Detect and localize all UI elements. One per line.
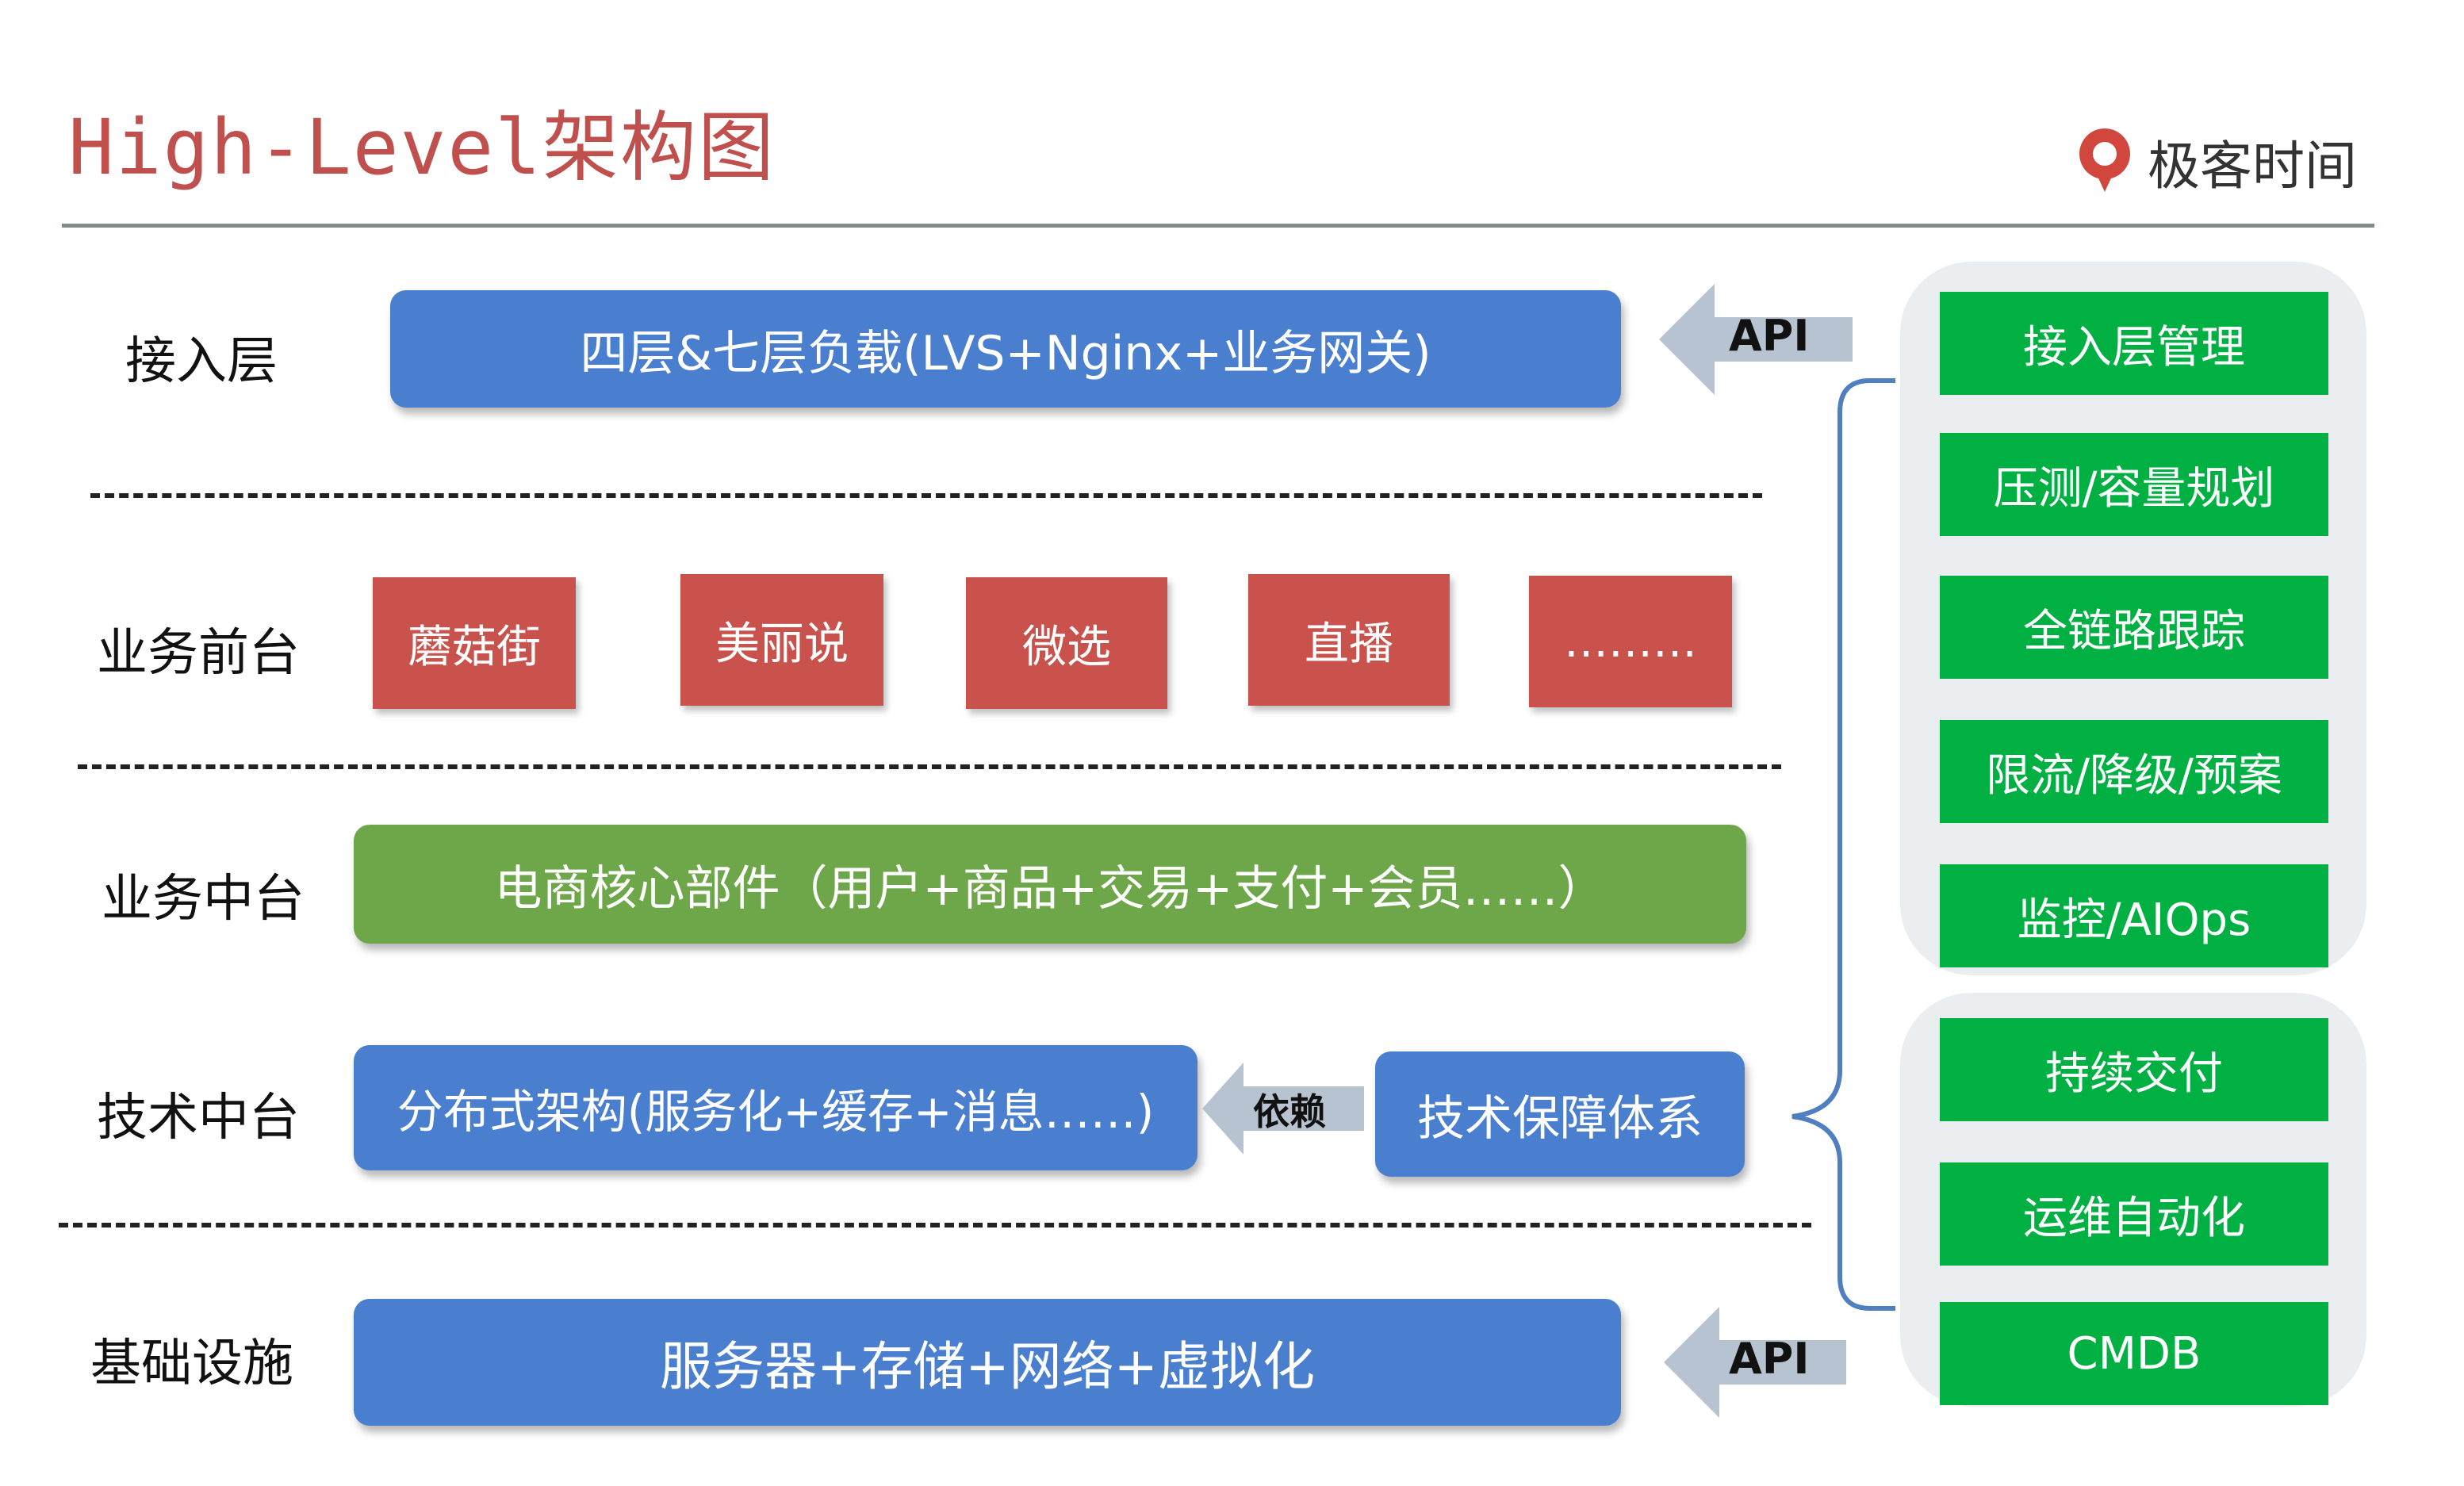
frontend-item-label: 直播: [1305, 618, 1393, 670]
side-item-monitoring: 监控/AIOps: [1940, 864, 2328, 967]
middle-platform-text: 电商核心部件（用户+商品+交易+支付+会员……）: [494, 860, 1606, 917]
api-arrow-top: [1659, 284, 1853, 395]
depends-label: 依赖: [1253, 1090, 1326, 1133]
middle-platform-box: 电商核心部件（用户+商品+交易+支付+会员……）: [354, 825, 1746, 944]
side-item-label: 接入层管理: [2023, 321, 2245, 373]
curly-brace: [1791, 378, 1895, 1311]
layer-label-middle: 业务中台: [102, 870, 305, 929]
side-item-label: 压测/容量规划: [1993, 462, 2275, 515]
side-item-rate-limit: 限流/降级/预案: [1940, 720, 2328, 823]
header-divider: [62, 224, 2374, 228]
frontend-item-label: 蘑菇街: [408, 621, 541, 673]
logo-icon: [2079, 128, 2130, 192]
frontend-item-mogujie: 蘑菇街: [373, 577, 576, 709]
frontend-item-live: 直播: [1248, 574, 1450, 706]
tech-guarantee-box: 技术保障体系: [1375, 1051, 1745, 1177]
infra-box: 服务器+存储+网络+虚拟化: [354, 1299, 1621, 1426]
side-item-label: 全链路跟踪: [2023, 605, 2245, 657]
separator-2: [78, 764, 1781, 769]
distributed-arch-text: 分布式架构(服务化+缓存+消息……): [397, 1085, 1155, 1139]
layer-label-frontend: 业务前台: [97, 624, 300, 683]
side-item-stress-test: 压测/容量规划: [1940, 433, 2328, 536]
side-item-label: CMDB: [2067, 1327, 2202, 1380]
distributed-arch-box: 分布式架构(服务化+缓存+消息……): [354, 1045, 1198, 1170]
frontend-item-label: ………: [1564, 615, 1697, 668]
side-item-ops-automation: 运维自动化: [1940, 1162, 2328, 1266]
depends-arrow: [1202, 1063, 1364, 1155]
separator-3: [59, 1223, 1811, 1227]
api-label-top: API: [1729, 311, 1810, 361]
side-item-cd: 持续交付: [1940, 1018, 2328, 1121]
side-item-label: 监控/AIOps: [2017, 894, 2251, 946]
frontend-item-label: 微选: [1022, 621, 1111, 673]
side-item-access-mgmt: 接入层管理: [1940, 292, 2328, 395]
tech-guarantee-text: 技术保障体系: [1417, 1090, 1703, 1147]
page-title: High-Level架构图: [68, 103, 776, 192]
logo: 极客时间: [2071, 119, 2373, 198]
layer-label-access: 接入层: [125, 332, 278, 391]
side-item-label: 限流/降级/预案: [1986, 749, 2282, 802]
separator-1: [90, 493, 1762, 498]
side-item-full-link-trace: 全链路跟踪: [1940, 576, 2328, 679]
api-label-bottom: API: [1729, 1334, 1810, 1384]
api-arrow-bottom: [1664, 1307, 1846, 1418]
access-layer-text: 四层&七层负载(LVS+Nginx+业务网关): [580, 325, 1431, 381]
side-item-label: 持续交付: [2045, 1047, 2223, 1100]
frontend-item-label: 美丽说: [715, 618, 849, 670]
side-item-label: 运维自动化: [2023, 1192, 2245, 1244]
layer-label-infra: 基础设施: [90, 1335, 293, 1393]
logo-text: 极客时间: [2148, 136, 2357, 197]
infra-text: 服务器+存储+网络+虚拟化: [660, 1336, 1315, 1397]
side-item-cmdb: CMDB: [1940, 1302, 2328, 1405]
access-layer-box: 四层&七层负载(LVS+Nginx+业务网关): [390, 290, 1621, 408]
frontend-item-more: ………: [1529, 576, 1732, 707]
layer-label-tech: 技术中台: [97, 1089, 300, 1147]
frontend-item-weixuan: 微选: [966, 577, 1167, 709]
frontend-item-meilishuo: 美丽说: [680, 574, 883, 706]
